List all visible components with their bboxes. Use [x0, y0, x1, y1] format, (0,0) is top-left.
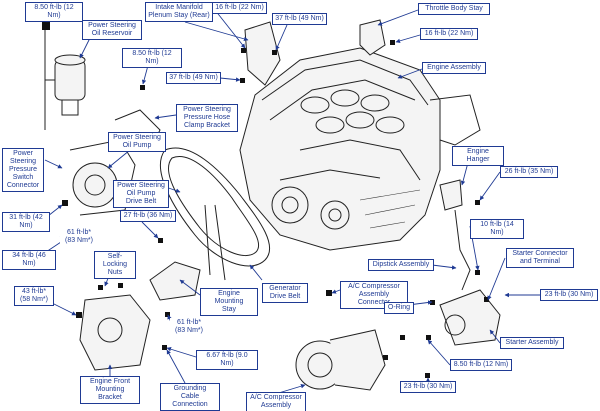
label-torque-27: 27 ft-lb (36 Nm) [120, 210, 176, 222]
label-torque-10: 10 ft-lb (14 Nm) [470, 219, 524, 239]
label-torque-8-50-mid: 8.50 ft-lb (12 Nm) [122, 48, 182, 68]
label-starter-assembly: Starter Assembly [500, 337, 564, 349]
label-torque-37-b: 37 ft-lb (49 Nm) [166, 72, 221, 84]
ps-reservoir-drawing [42, 22, 86, 130]
engine-block-drawing [239, 47, 481, 251]
label-intake-plenum-stay: Intake Manifold Plenum Stay (Rear) [145, 2, 213, 22]
ac-compressor-drawing [295, 290, 405, 391]
label-ac-comp-assembly: A/C Compressor Assembly [246, 392, 306, 411]
label-dipstick-assembly: Dipstick Assembly [368, 259, 434, 271]
label-ps-pressure-switch: Power Steering Pressure Switch Connector [2, 148, 44, 192]
front-bracket-drawing [76, 283, 151, 371]
mounting-stay-drawing [149, 238, 201, 350]
label-torque-23-a: 23 ft-lb (30 Nm) [540, 289, 598, 301]
plenum-stay-drawing [244, 21, 281, 86]
label-engine-hanger: Engine Hanger [452, 146, 504, 166]
throttle-stay-drawing [359, 19, 386, 56]
label-generator-drive-belt: Generator Drive Belt [262, 283, 308, 303]
label-engine-front-bracket: Engine Front Mounting Bracket [80, 376, 140, 404]
label-torque-31: 31 ft-lb (42 Nm) [2, 212, 50, 232]
ps-pump-drawing [62, 109, 161, 236]
dipstick-drawing [454, 209, 471, 291]
label-starter-connector: Starter Connector and Terminal [506, 248, 574, 268]
leader-lines [39, 9, 540, 396]
label-torque-61-a: 61 ft-lb* (83 Nm*) [60, 228, 98, 246]
label-torque-23-b: 23 ft-lb (30 Nm) [400, 381, 456, 393]
label-torque-34: 34 ft-lb (46 Nm) [2, 250, 56, 270]
label-torque-16-a: 16 ft-lb (22 Nm) [212, 2, 267, 14]
label-torque-61-b: 61 ft-lb* (83 Nm*) [170, 318, 208, 336]
label-ps-pump-drive-belt: Power Steering Oil Pump Drive Belt [113, 180, 169, 208]
label-ps-oil-reservoir: Power Steering Oil Reservoir [82, 20, 142, 40]
label-torque-16-b: 16 ft-lb (22 Nm) [420, 28, 478, 40]
label-ps-oil-pump: Power Steering Oil Pump [108, 132, 166, 152]
label-torque-6-67: 6.67 ft-lb (9.0 Nm) [196, 350, 258, 370]
label-ps-pressure-hose-clamp: Power Steering Pressure Hose Clamp Brack… [176, 104, 238, 132]
label-o-ring: O-Ring [384, 302, 414, 314]
label-engine-assembly: Engine Assembly [422, 62, 486, 74]
label-torque-8-50-top: 8.50 ft-lb (12 Nm) [25, 2, 83, 22]
drive-belts [160, 147, 271, 281]
label-self-locking-nuts: Self-Locking Nuts [94, 251, 136, 279]
starter-drawing [426, 289, 501, 346]
label-engine-mounting-stay: Engine Mounting Stay [200, 288, 258, 316]
label-torque-8-50-bot: 8.50 ft-lb (12 Nm) [450, 359, 512, 371]
engine-hanger-drawing [439, 179, 463, 211]
label-torque-37-a: 37 ft-lb (49 Nm) [272, 13, 327, 25]
label-grounding-cable: Grounding Cable Connection [160, 383, 220, 411]
intake-runners [300, 89, 405, 134]
label-throttle-body-stay: Throttle Body Stay [418, 3, 490, 15]
label-torque-26: 26 ft-lb (35 Nm) [500, 166, 558, 178]
label-torque-43: 43 ft-lb* (58 Nm*) [14, 286, 54, 306]
